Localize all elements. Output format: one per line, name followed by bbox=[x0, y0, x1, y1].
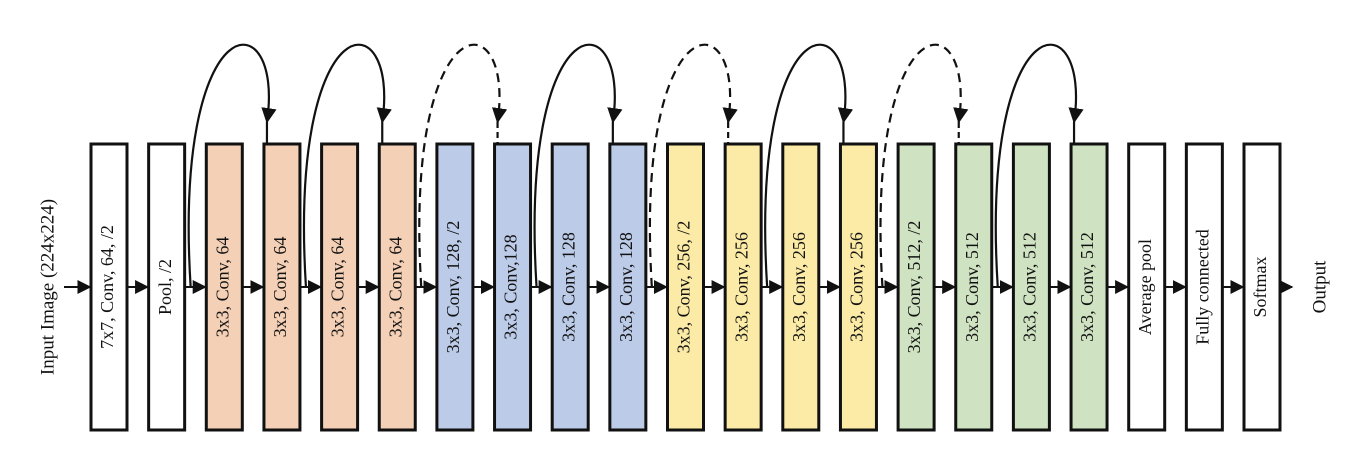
layer-box bbox=[896, 142, 936, 432]
skip-connection-arrow bbox=[879, 43, 969, 288]
layer-box bbox=[781, 142, 821, 432]
layer-block: Pool, /2 bbox=[147, 142, 187, 432]
layer-label: 3x3, Conv,128 bbox=[501, 234, 521, 339]
layer-block: 3x3, Conv, 128, /2 bbox=[435, 142, 475, 432]
layer-label: 3x3, Conv, 512 bbox=[1020, 232, 1040, 342]
layer-box bbox=[147, 142, 187, 432]
layer-label: 3x3, Conv, 128, /2 bbox=[443, 221, 463, 354]
layer-label: Fully connected bbox=[1192, 229, 1212, 344]
layer-label: 3x3, Conv, 64 bbox=[270, 237, 290, 338]
output-label: Output bbox=[1309, 260, 1330, 314]
layer-block: 7x7, Conv, 64, /2 bbox=[89, 142, 129, 432]
layer-box bbox=[838, 142, 878, 432]
layer-label: 3x3, Conv, 64 bbox=[328, 237, 348, 338]
layer-label: 3x3, Conv, 64 bbox=[212, 237, 232, 338]
skip-connection-arrow bbox=[533, 43, 623, 288]
layer-box bbox=[666, 142, 705, 432]
layer-block: 3x3, Conv, 512 bbox=[1011, 142, 1051, 432]
layer-block: 3x3, Conv, 64 bbox=[320, 142, 360, 432]
layer-block: 3x3, Conv, 256 bbox=[838, 142, 878, 432]
layer-label: 3x3, Conv, 256, /2 bbox=[674, 221, 694, 354]
layer-box bbox=[608, 142, 648, 432]
layer-label: 3x3, Conv, 128 bbox=[558, 232, 578, 342]
layer-box bbox=[550, 142, 590, 432]
layer-label: 3x3, Conv, 256 bbox=[789, 232, 809, 342]
layer-box bbox=[493, 142, 533, 432]
layer-block: 3x3, Conv, 64 bbox=[262, 142, 302, 432]
layer-block: 3x3, Conv, 256 bbox=[781, 142, 821, 432]
layer-box bbox=[435, 142, 475, 432]
skip-connection-arrow bbox=[764, 43, 854, 288]
layer-box bbox=[723, 142, 763, 432]
skip-connection-arrow bbox=[187, 43, 277, 288]
layer-box bbox=[1011, 142, 1051, 432]
layer-label: Pool, /2 bbox=[155, 259, 175, 315]
layer-label: 3x3, Conv, 256 bbox=[731, 232, 751, 342]
layer-box bbox=[1069, 142, 1109, 432]
layer-block: Fully connected bbox=[1184, 142, 1224, 432]
layer-block: 3x3, Conv, 256 bbox=[723, 142, 763, 432]
layer-box bbox=[1184, 142, 1224, 432]
layer-label: 3x3, Conv, 64 bbox=[385, 237, 405, 338]
layer-label: 3x3, Conv, 512, /2 bbox=[904, 221, 924, 354]
layer-block: 3x3, Conv, 64 bbox=[377, 142, 417, 432]
layer-block: 3x3, Conv, 128 bbox=[608, 142, 648, 432]
layer-label: 3x3, Conv, 512 bbox=[1077, 232, 1097, 342]
layer-block: 3x3, Conv,128 bbox=[493, 142, 533, 432]
layer-box bbox=[1242, 142, 1282, 432]
layer-block: 3x3, Conv, 256, /2 bbox=[666, 142, 705, 432]
layer-box bbox=[89, 142, 129, 432]
skip-connections bbox=[187, 43, 1084, 288]
layer-block: Softmax bbox=[1242, 142, 1282, 432]
layer-box bbox=[1127, 142, 1167, 432]
layer-box bbox=[377, 142, 417, 432]
layer-box bbox=[204, 142, 244, 432]
layer-block: 3x3, Conv, 512 bbox=[954, 142, 994, 432]
skip-connection-arrow bbox=[648, 43, 738, 288]
layer-box bbox=[320, 142, 360, 432]
layer-box bbox=[262, 142, 302, 432]
layer-block: 3x3, Conv, 64 bbox=[204, 142, 244, 432]
layer-label: 3x3, Conv, 128 bbox=[616, 232, 636, 342]
skip-connection-arrow bbox=[418, 43, 508, 288]
layer-block: Average pool bbox=[1127, 142, 1167, 432]
layer-label: 3x3, Conv, 256 bbox=[847, 232, 867, 342]
layer-label: 3x3, Conv, 512 bbox=[962, 232, 982, 342]
layer-box bbox=[954, 142, 994, 432]
layer-blocks: 7x7, Conv, 64, /2 Pool, /2 3x3, Conv, 64 3x… bbox=[89, 142, 1282, 432]
layer-block: 3x3, Conv, 512 bbox=[1069, 142, 1109, 432]
skip-connection-arrow bbox=[302, 43, 392, 288]
layer-label: Average pool bbox=[1135, 239, 1155, 335]
layer-label: Softmax bbox=[1250, 257, 1270, 318]
layer-block: 3x3, Conv, 512, /2 bbox=[896, 142, 936, 432]
layer-label: 7x7, Conv, 64, /2 bbox=[97, 225, 117, 349]
skip-connection-arrow bbox=[994, 43, 1084, 288]
input-image-label: Input Image (224x224) bbox=[37, 199, 58, 375]
layer-block: 3x3, Conv, 128 bbox=[550, 142, 590, 432]
